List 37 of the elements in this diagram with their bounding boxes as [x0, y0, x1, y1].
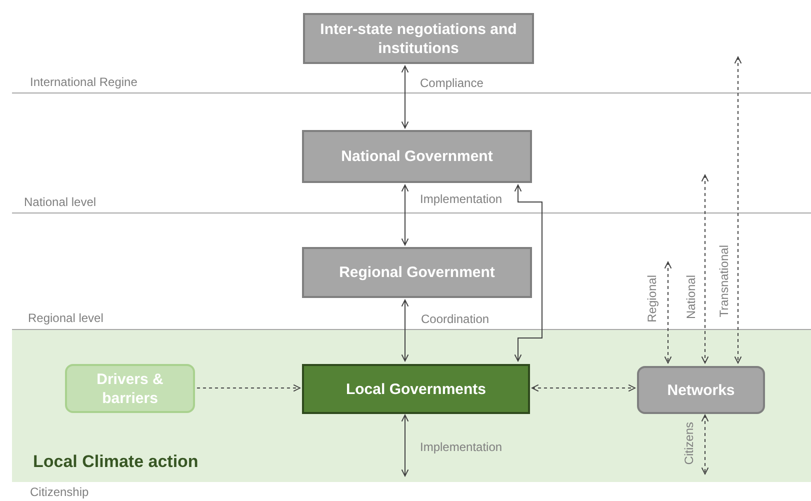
level-label: Citizenship [30, 485, 89, 499]
edge-label: Regional [645, 275, 659, 322]
dashed-arrow [701, 174, 709, 364]
dashed-arrow [532, 384, 636, 392]
dashed-arrow [664, 262, 672, 364]
arrow [401, 300, 409, 362]
node-text: Networks [666, 380, 736, 400]
process-box [302, 247, 532, 298]
process-box [302, 364, 530, 414]
arrow [401, 66, 409, 128]
dashed-arrow [701, 414, 709, 474]
node-text: Drivers & barriers [96, 370, 164, 408]
edge-label: Compliance [420, 76, 484, 90]
level-label: Regional level [28, 311, 104, 325]
edge-label: Implementation [420, 192, 502, 206]
dashed-arrow [196, 384, 300, 392]
arrow [401, 414, 409, 476]
level-label: National level [24, 195, 96, 209]
edge-label: Citizens [682, 422, 696, 465]
edge-label: Transnational [717, 245, 731, 318]
node-text: Inter-state negotiations and institutions [319, 20, 518, 58]
node-text: National Government [340, 147, 494, 166]
node-text: Regional Government [338, 263, 496, 282]
rounded-box [65, 364, 195, 413]
dashed-arrow [734, 56, 742, 364]
process-box [303, 13, 534, 64]
edge-label: National [684, 275, 698, 320]
process-box [302, 130, 532, 183]
node-text: Local Governments [344, 380, 488, 398]
band-area [12, 329, 811, 482]
band-title: Local Climate action [33, 452, 198, 472]
arrow [401, 184, 409, 246]
rounded-box [637, 366, 765, 414]
level-label: International Regine [30, 75, 138, 89]
edge-label: Implementation [420, 440, 502, 454]
edge-label: Coordination [421, 312, 490, 326]
arrow [514, 184, 542, 362]
